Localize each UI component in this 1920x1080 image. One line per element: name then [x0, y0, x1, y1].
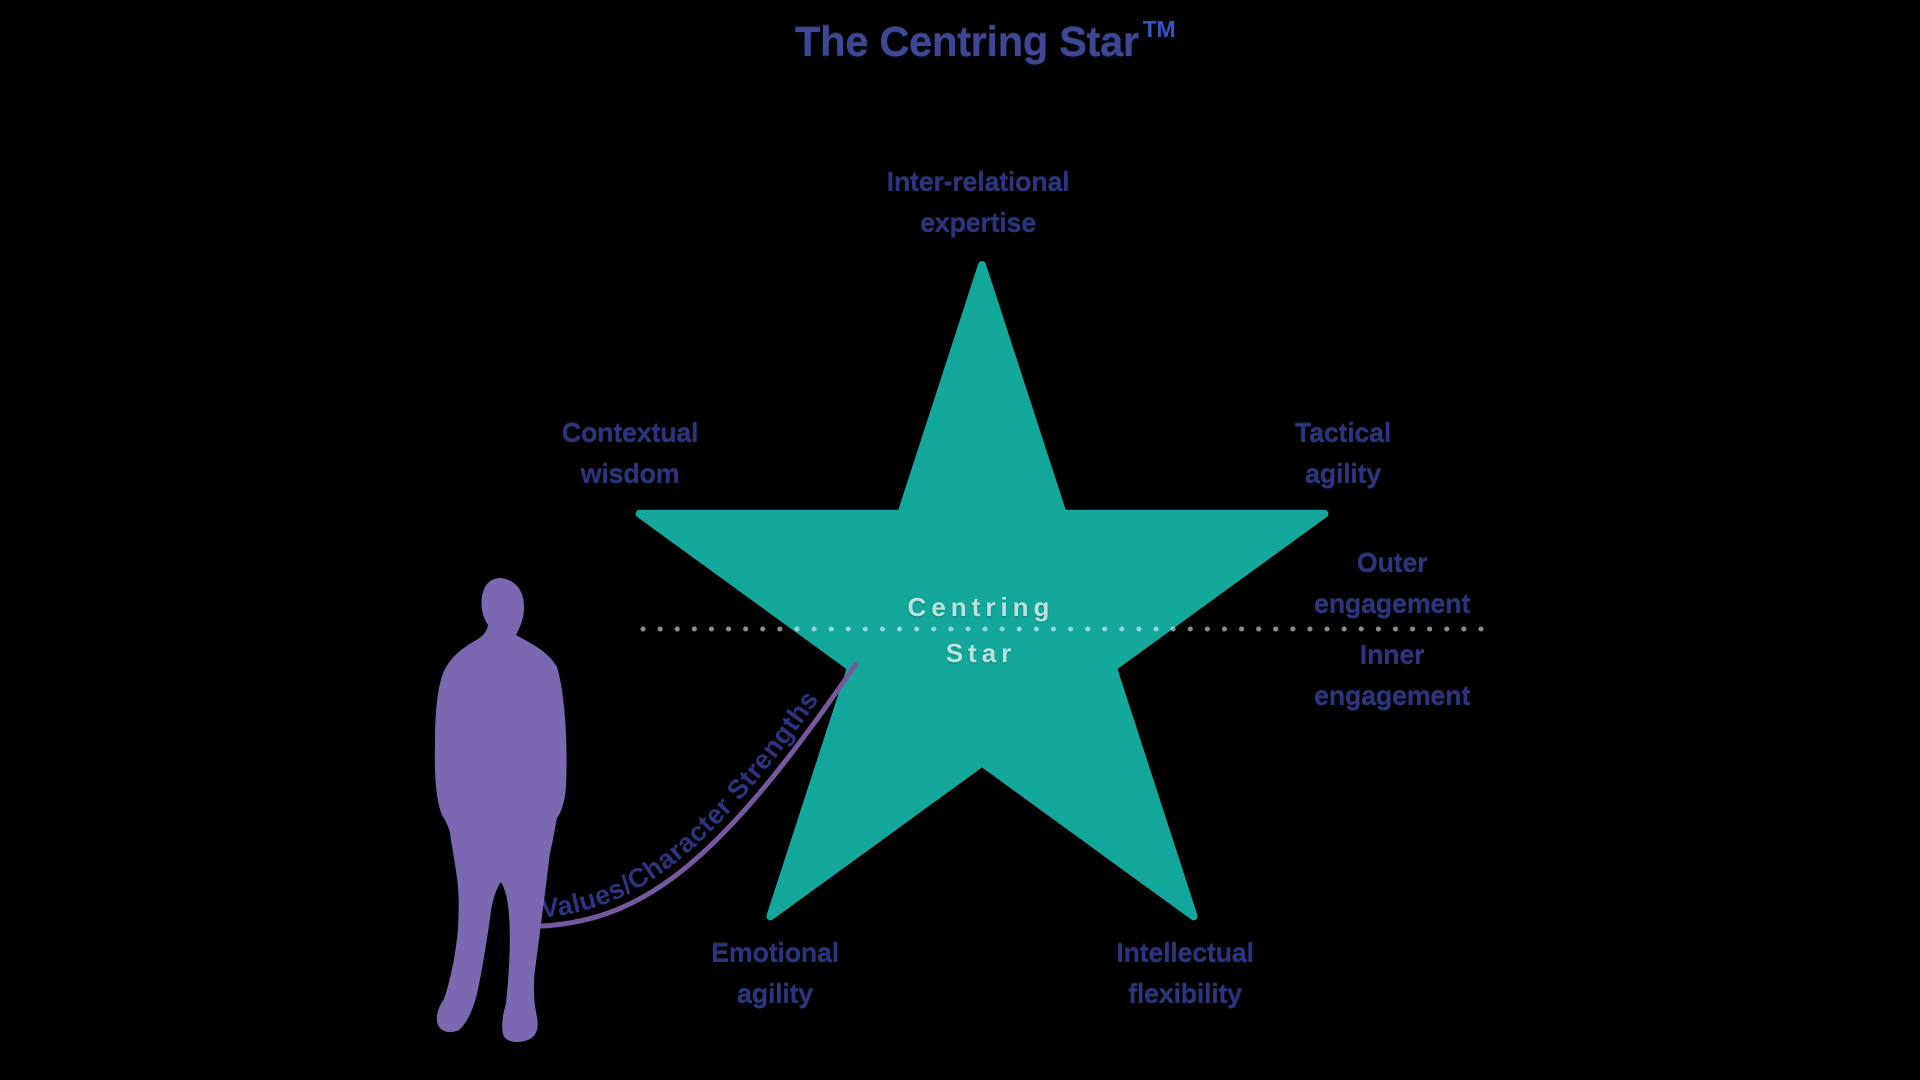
- page-title-text: The Centring Star: [794, 18, 1139, 65]
- star-center-label: Centring Star: [907, 592, 1055, 668]
- label-outer-engagement: Outer engagement: [1313, 548, 1471, 619]
- label-inner-engagement: Inner engagement: [1313, 640, 1471, 711]
- values-curve: [539, 661, 859, 929]
- label-contextual-wisdom: Contextual wisdom: [561, 418, 699, 489]
- person-silhouette: [434, 578, 567, 1042]
- label-emotional-agility: Emotional agility: [711, 938, 839, 1009]
- label-tactical-agility: Tactical agility: [1294, 418, 1392, 489]
- label-intellectual-flexibility: Intellectual flexibility: [1116, 938, 1254, 1009]
- star-shape: [635, 261, 1329, 921]
- trademark-symbol: TM: [1142, 16, 1176, 42]
- label-inter-relational-expertise: Inter-relational expertise: [886, 167, 1070, 238]
